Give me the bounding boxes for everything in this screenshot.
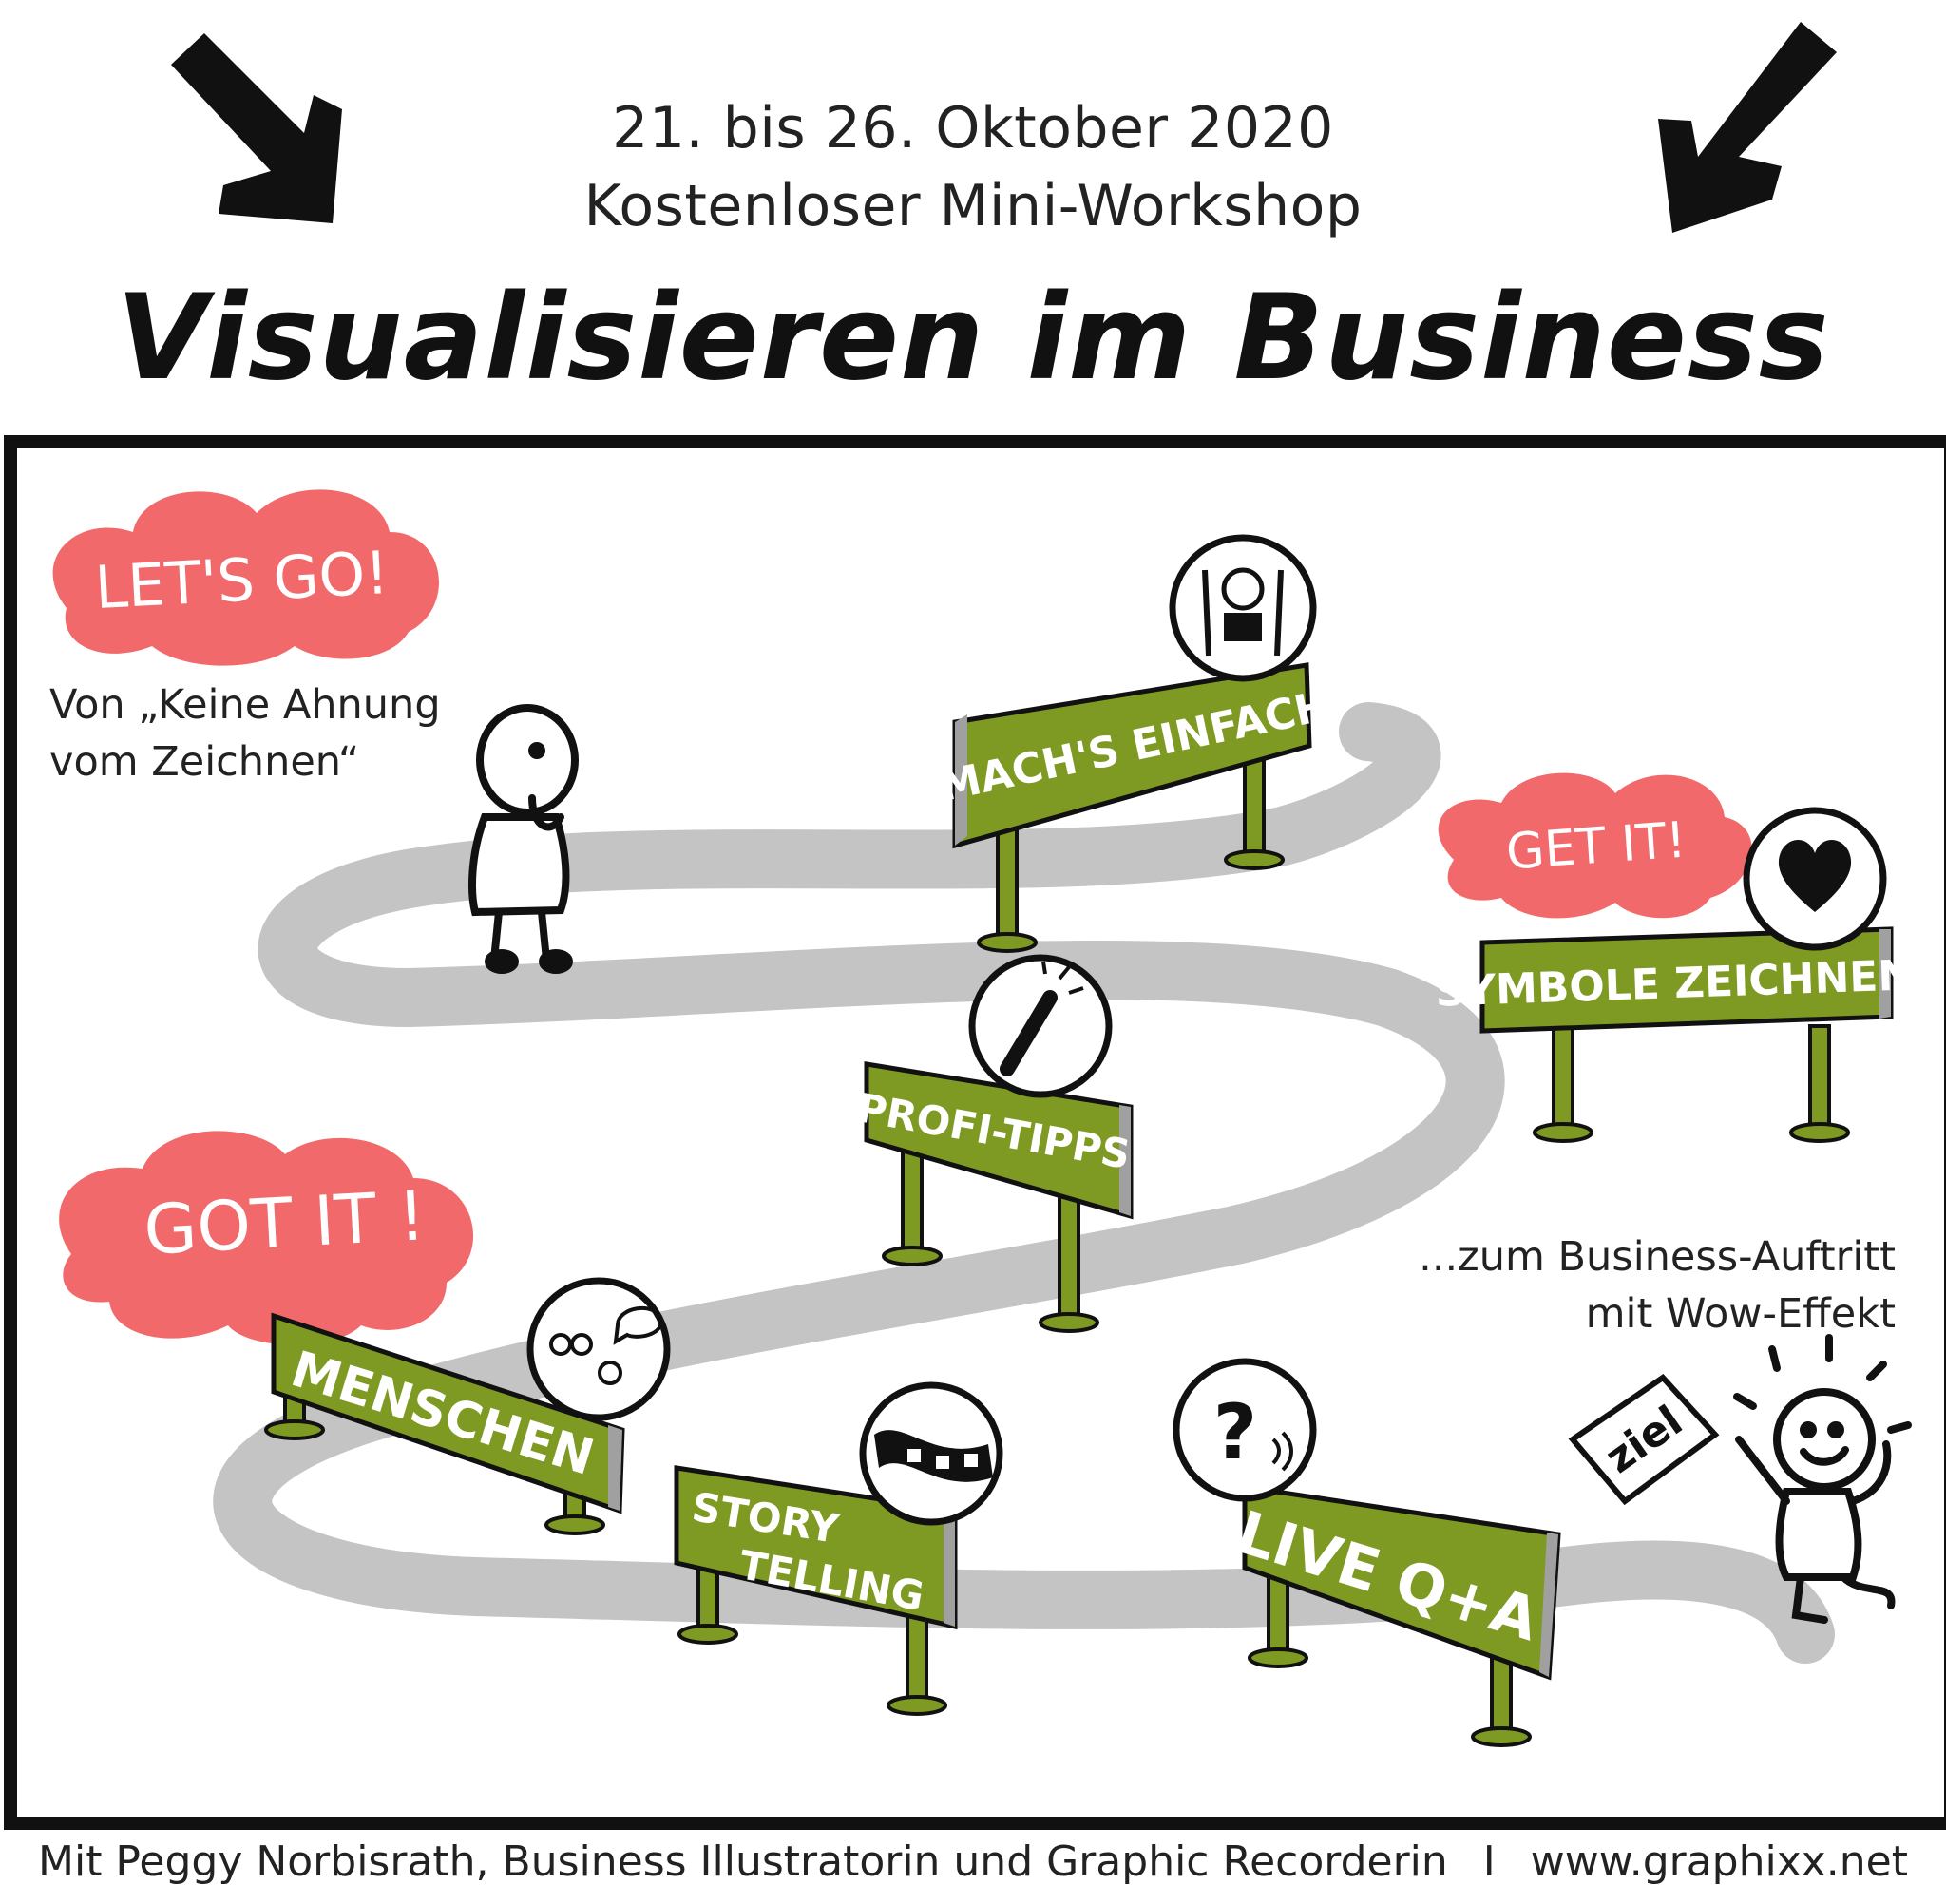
start-note-line1: Von „Keine Ahnung [49, 681, 441, 729]
footer-url-link[interactable]: www.graphixx.net [1530, 1837, 1908, 1886]
start-note-line2: vom Zeichnen“ [49, 738, 360, 786]
event-subtitle: Kostenloser Mini-Workshop [583, 173, 1363, 239]
event-date: 21. bis 26. Oktober 2020 [612, 95, 1334, 162]
people-speech-icon [526, 1277, 671, 1421]
footer: Mit Peggy Norbisrath, Business Illustrat… [38, 1837, 1908, 1886]
magic-wand-icon [968, 954, 1113, 1098]
end-note-line1: ...zum Business-Auftritt [1419, 1233, 1896, 1281]
page-title: Visualisieren im Business [116, 270, 1830, 407]
goal-flag: ziel [1568, 1374, 1720, 1506]
svg-text:?: ? [1213, 1388, 1257, 1476]
cloud-lets-go-text: LET'S GO! [93, 538, 391, 622]
cloud-get-it: GET IT! [1438, 772, 1752, 919]
question-sound-icon: ? [1173, 1358, 1317, 1502]
sign-live-qa: LIVE Q+A [1229, 1484, 1561, 1747]
thinking-person-icon [468, 704, 579, 974]
end-note-line2: mit Wow-Effekt [1585, 1290, 1896, 1338]
drawing-person-icon [1169, 534, 1317, 682]
film-strip-icon [859, 1381, 1003, 1526]
cloud-lets-go: LET'S GO! [52, 489, 440, 666]
cloud-got-it: GOT IT ! [59, 1131, 474, 1345]
cloud-got-it-text: GOT IT ! [142, 1175, 427, 1269]
sign-profi-tipps: PROFI-TIPPS [853, 1061, 1134, 1333]
footer-separator: I [1482, 1837, 1496, 1886]
illustration-frame [4, 435, 1946, 1830]
start-note: Von „Keine Ahnung vom Zeichnen“ [49, 676, 477, 790]
cheering-person-icon [1733, 1334, 1912, 1624]
sign-symbole-zeichnen: SYMBOLE ZEICHNEN [1435, 926, 1914, 1143]
cloud-get-it-text: GET IT! [1504, 811, 1688, 881]
footer-credit: Mit Peggy Norbisrath, Business Illustrat… [38, 1837, 1448, 1886]
arrow-down-left-icon [1658, 22, 1837, 233]
end-note: ...zum Business-Auftritt mit Wow-Effekt [1349, 1228, 1896, 1342]
sign-machs-einfach: MACH'S EINFACH [935, 662, 1334, 953]
arrow-down-right-icon [171, 33, 342, 223]
heart-icon [1743, 807, 1887, 951]
